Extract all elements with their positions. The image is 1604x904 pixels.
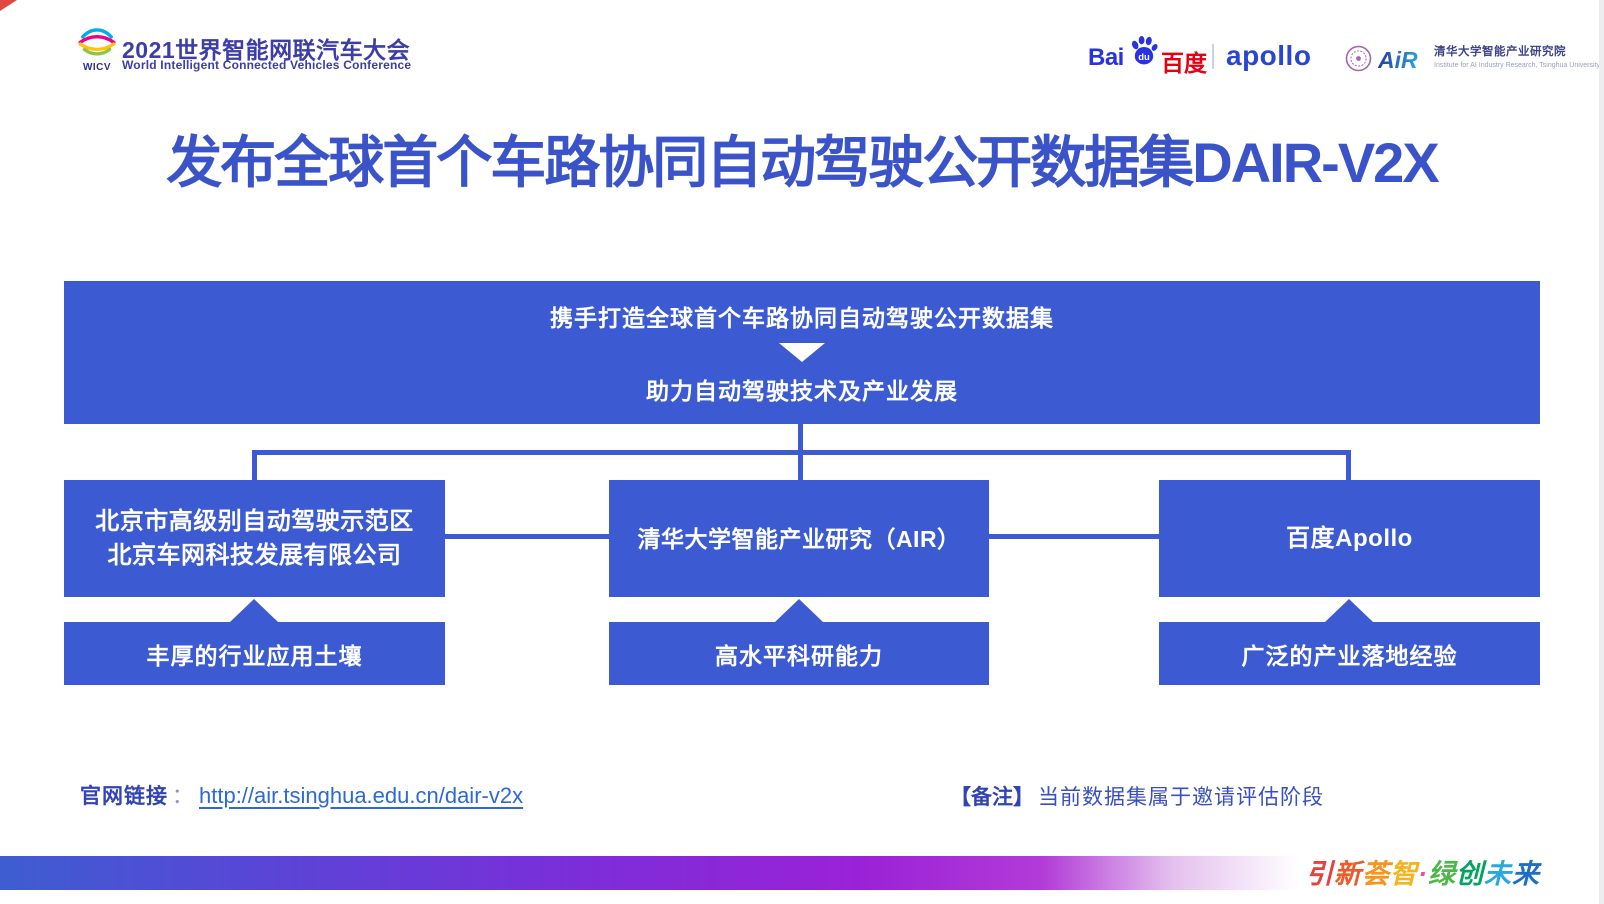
connector-middle-right xyxy=(989,534,1159,539)
window-edge xyxy=(1599,0,1604,904)
website-row: 官网链接 ： http://air.tsinghua.edu.cn/dair-v… xyxy=(80,780,523,810)
tsinghua-seal-icon xyxy=(1345,45,1372,77)
arrow-down-icon xyxy=(779,343,825,362)
connector-left-middle xyxy=(445,534,609,539)
conference-title-cn: 2021世界智能网联汽车大会 xyxy=(122,37,411,63)
org-box-line: 百度Apollo xyxy=(1286,524,1413,552)
air-name-cn: 清华大学智能产业研究院 xyxy=(1434,46,1566,58)
org-box-baidu-apollo: 百度Apollo xyxy=(1159,480,1540,597)
website-label: 官网链接 xyxy=(80,785,168,808)
org-box-line: 清华大学智能产业研究（AIR） xyxy=(637,525,961,552)
strength-box-middle: 高水平科研能力 xyxy=(609,622,989,685)
strength-box-right: 广泛的产业落地经验 xyxy=(1159,622,1540,685)
website-link[interactable]: http://air.tsinghua.edu.cn/dair-v2x xyxy=(199,783,524,808)
pointer-up-icon xyxy=(1325,599,1373,622)
slogan: 引新荟智·绿创未来 xyxy=(1306,858,1540,889)
wicv-rings-icon xyxy=(78,28,116,56)
connector-drop-middle xyxy=(798,450,803,480)
air-institute-names: 清华大学智能产业研究院 Institute for AI Industry Re… xyxy=(1434,46,1601,69)
org-box-line: 北京车网科技发展有限公司 xyxy=(107,541,402,569)
top-box: 携手打造全球首个车路协同自动驾驶公开数据集 助力自动驾驶技术及产业发展 xyxy=(64,281,1540,424)
connector-stem xyxy=(798,424,803,452)
org-box-line: 北京市高级别自动驾驶示范区 xyxy=(95,507,414,535)
connector-drop-left xyxy=(252,450,257,480)
top-box-line2: 助力自动驾驶技术及产业发展 xyxy=(646,378,958,404)
baidu-paw-icon: du xyxy=(1129,34,1159,71)
note-text: 当前数据集属于邀请评估阶段 xyxy=(1038,786,1324,809)
page-title: 发布全球首个车路协同自动驾驶公开数据集DAIR-V2X xyxy=(166,131,1439,194)
pointer-up-icon xyxy=(230,599,278,622)
apollo-wordmark: apollo xyxy=(1226,40,1312,71)
wicv-badge: WICV xyxy=(82,62,112,73)
website-colon: ： xyxy=(172,785,193,808)
bottom-gradient-bar: 引新荟智·绿创未来 xyxy=(0,856,1604,890)
org-box-air: 清华大学智能产业研究（AIR） xyxy=(609,480,989,597)
baidu-du-label: du xyxy=(1138,52,1150,63)
strength-box-left: 丰厚的行业应用土壤 xyxy=(64,622,445,685)
org-box-beijing: 北京市高级别自动驾驶示范区 北京车网科技发展有限公司 xyxy=(64,480,445,597)
air-wordmark: AiR xyxy=(1378,47,1418,73)
wicv-logo: WICV xyxy=(76,25,118,73)
top-box-line1: 携手打造全球首个车路协同自动驾驶公开数据集 xyxy=(550,305,1054,331)
logo-divider xyxy=(1212,44,1214,69)
strength-label: 广泛的产业落地经验 xyxy=(1241,642,1458,669)
air-name-en: Institute for AI Industry Research, Tsin… xyxy=(1434,61,1601,69)
corner-fold-icon xyxy=(0,0,17,11)
note-label: 【备注】 xyxy=(950,786,1034,809)
connector-drop-right xyxy=(1346,450,1351,480)
baidu-wordmark: Bai xyxy=(1088,44,1124,71)
strength-label: 丰厚的行业应用土壤 xyxy=(146,642,363,669)
strength-label: 高水平科研能力 xyxy=(715,642,883,669)
note-row: 【备注】 当前数据集属于邀请评估阶段 xyxy=(950,781,1324,811)
conference-title-en: World Intelligent Connected Vehicles Con… xyxy=(122,58,412,72)
baidu-cn-label: 百度 xyxy=(1161,50,1207,76)
pointer-up-icon xyxy=(775,599,823,622)
